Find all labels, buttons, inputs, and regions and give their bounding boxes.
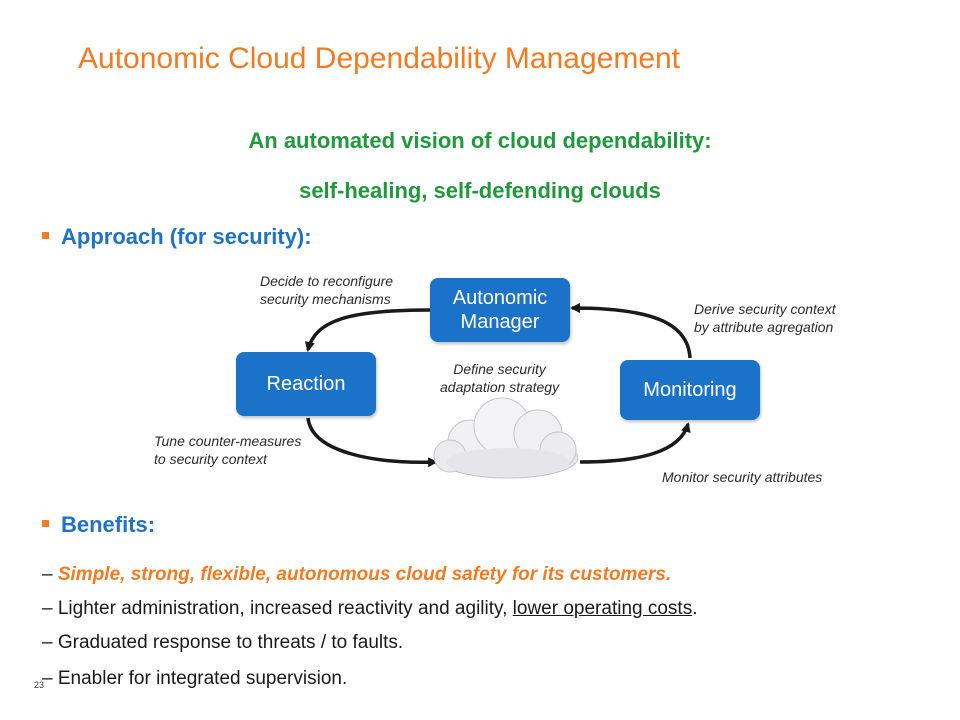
reaction-node: Reaction xyxy=(236,352,376,416)
benefit-item-1: – Simple, strong, flexible, autonomous c… xyxy=(42,564,671,586)
note-derive: Derive security context by attribute agr… xyxy=(694,300,836,336)
monitoring-label: Monitoring xyxy=(643,379,737,401)
square-bullet-icon xyxy=(42,519,49,527)
square-bullet-icon xyxy=(42,231,49,239)
note-decide-line-1: Decide to reconfigure xyxy=(260,273,394,289)
approach-heading: Approach (for security): xyxy=(42,224,312,250)
benefit-item-2-prefix: – Lighter administration, increased reac… xyxy=(42,598,513,619)
note-monitor: Monitor security attributes xyxy=(662,469,823,485)
benefit-item-1-text: Simple, strong, flexible, autonomous clo… xyxy=(57,564,672,585)
approach-heading-text: Approach (for security): xyxy=(61,224,312,249)
benefits-heading-text: Benefits: xyxy=(61,512,156,537)
note-derive-line-1: Derive security context xyxy=(694,301,836,317)
note-tune-line-1: Tune counter-measures xyxy=(154,433,302,449)
benefit-item-3: – Graduated response to threats / to fau… xyxy=(42,632,404,653)
note-tune-line-2: to security context xyxy=(154,451,267,467)
benefit-item-2-underlined: lower operating costs xyxy=(512,598,693,619)
note-decide: Decide to reconfigure security mechanism… xyxy=(260,272,393,308)
manager-label-line-2: Manager xyxy=(460,311,540,333)
benefit-item-2-suffix: . xyxy=(692,598,698,619)
monitoring-node: Monitoring xyxy=(620,360,760,420)
cloud-icon xyxy=(433,397,579,479)
slide-title: Autonomic Cloud Dependability Management xyxy=(78,42,681,75)
arrow-manager-to-reaction xyxy=(304,308,431,352)
benefit-item-4: – Enabler for integrated supervision. xyxy=(42,668,348,689)
arrow-cloud-to-monitoring xyxy=(579,422,691,464)
note-define: Define security adaptation strategy xyxy=(440,360,559,396)
note-decide-line-2: security mechanisms xyxy=(260,291,391,307)
note-define-line-1: Define security xyxy=(453,361,546,377)
arrow-monitoring-to-manager xyxy=(570,303,692,359)
manager-label-line-1: Autonomic xyxy=(452,287,548,309)
benefit-item-1-dash: – xyxy=(42,564,58,585)
note-derive-line-2: by attribute agregation xyxy=(694,319,834,335)
subtitle-line-2: self-healing, self-defending clouds xyxy=(299,178,661,203)
loop-arrows xyxy=(304,303,692,479)
note-define-line-2: adaptation strategy xyxy=(440,379,560,395)
page-number: 23 xyxy=(34,680,45,690)
subtitle-line-1: An automated vision of cloud dependabili… xyxy=(248,128,712,153)
note-tune: Tune counter-measures to security contex… xyxy=(154,432,301,468)
reaction-label: Reaction xyxy=(266,373,346,395)
arrow-reaction-to-cloud xyxy=(306,417,438,468)
benefits-heading: Benefits: xyxy=(42,512,155,538)
benefit-item-2: – Lighter administration, increased reac… xyxy=(42,598,698,620)
